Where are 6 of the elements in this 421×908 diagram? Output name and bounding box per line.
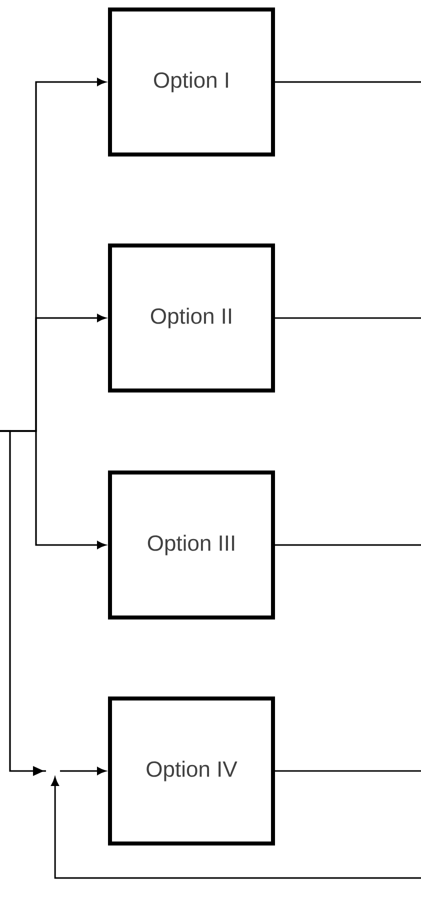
option-box: Option III	[108, 470, 275, 620]
option-box: Option II	[108, 244, 275, 392]
arrow	[51, 777, 421, 879]
option-box: Option I	[108, 8, 275, 156]
option-box: Option IV	[108, 696, 275, 846]
arrow	[0, 430, 106, 776]
